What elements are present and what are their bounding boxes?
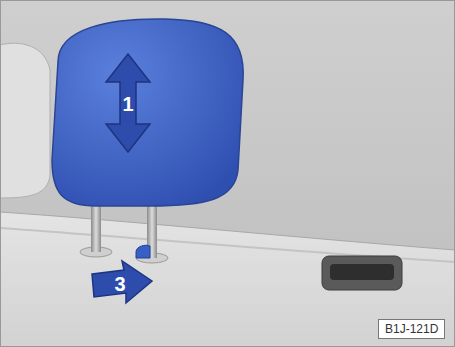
figure-code: B1J-121D	[378, 319, 445, 339]
press-arrow	[92, 261, 152, 303]
headrest	[52, 19, 243, 206]
headrest-post	[91, 200, 101, 252]
belt-slot	[322, 256, 402, 290]
release-button	[136, 245, 150, 258]
adjust-arrow	[106, 54, 150, 152]
belt-slot-opening	[330, 264, 394, 280]
callout-number: 1	[122, 93, 133, 116]
callout-number: 3	[114, 273, 125, 296]
neighbour-headrest	[0, 43, 50, 198]
backrest	[0, 212, 455, 347]
